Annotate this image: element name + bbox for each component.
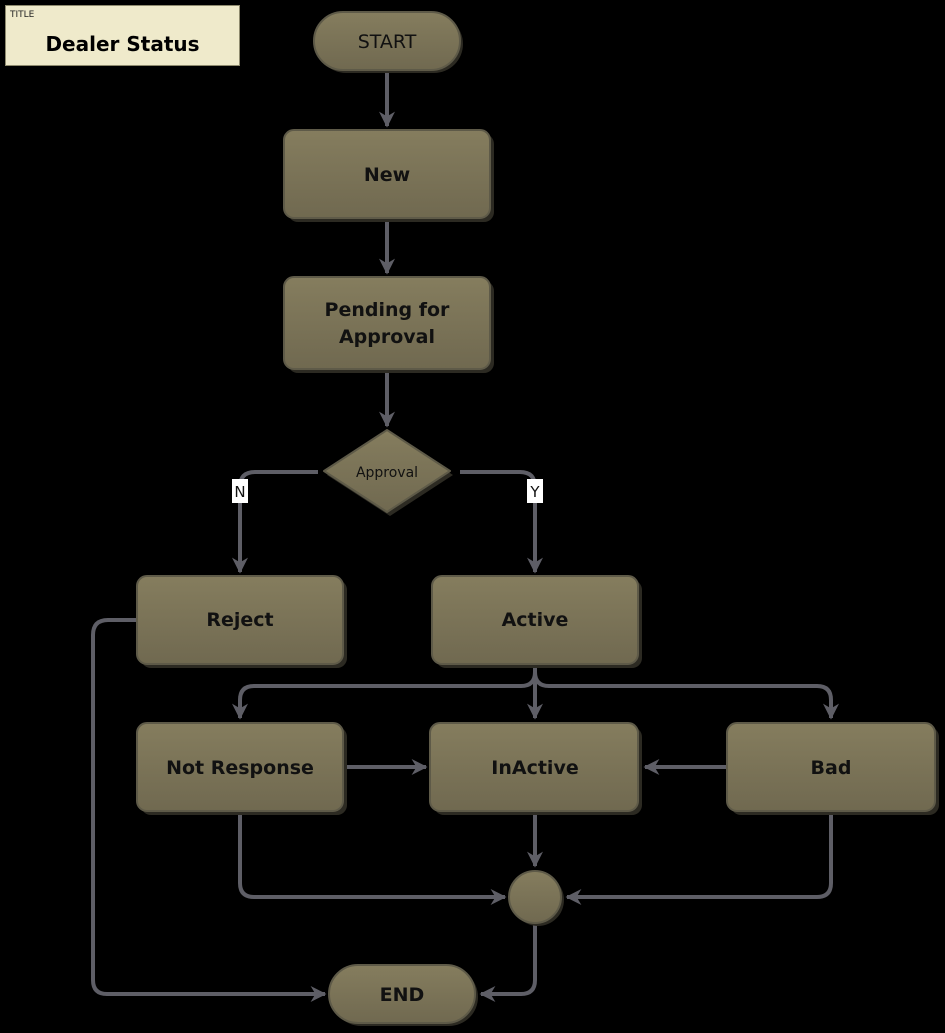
edge-decision-reject — [232, 470, 318, 574]
edge-label-no: N — [232, 479, 248, 503]
edge-junction-end — [479, 924, 537, 1002]
diagram-title: Dealer Status — [45, 32, 200, 56]
inactive-label: InActive — [491, 757, 578, 779]
reject-label: Reject — [206, 609, 273, 631]
edge-decision-active — [460, 470, 543, 574]
start-node: START — [313, 11, 463, 73]
not-response-node: Not Response — [136, 722, 347, 815]
end-node: END — [328, 964, 478, 1026]
title-caption: TITLE — [10, 10, 35, 20]
pending-label-line2: Approval — [339, 326, 435, 348]
decision-node: Approval — [323, 429, 453, 516]
start-label: START — [358, 31, 417, 53]
edge-active-bad — [533, 671, 839, 720]
end-label: END — [380, 984, 425, 1006]
edge-label-yes-text: Y — [529, 483, 540, 501]
title-box: TITLE Dealer Status — [5, 5, 240, 66]
not-response-label: Not Response — [166, 757, 314, 779]
inactive-node: InActive — [429, 722, 642, 815]
edge-label-yes: Y — [527, 479, 543, 503]
bad-label: Bad — [811, 757, 852, 779]
active-label: Active — [502, 609, 569, 631]
edge-notresponse-junction — [238, 812, 507, 905]
edge-label-no-text: N — [234, 483, 245, 501]
pending-node: Pending for Approval — [283, 276, 494, 373]
bad-node: Bad — [726, 722, 939, 815]
reject-node: Reject — [136, 575, 347, 668]
new-label: New — [364, 164, 410, 186]
edge-bad-junction — [565, 812, 833, 905]
active-node: Active — [431, 575, 642, 668]
decision-label: Approval — [356, 465, 418, 481]
pending-label-line1: Pending for — [325, 299, 451, 321]
edge-active-notresponse — [232, 666, 537, 720]
edge-reject-end — [91, 618, 327, 1002]
new-node: New — [283, 129, 494, 222]
junction-node — [508, 870, 564, 926]
